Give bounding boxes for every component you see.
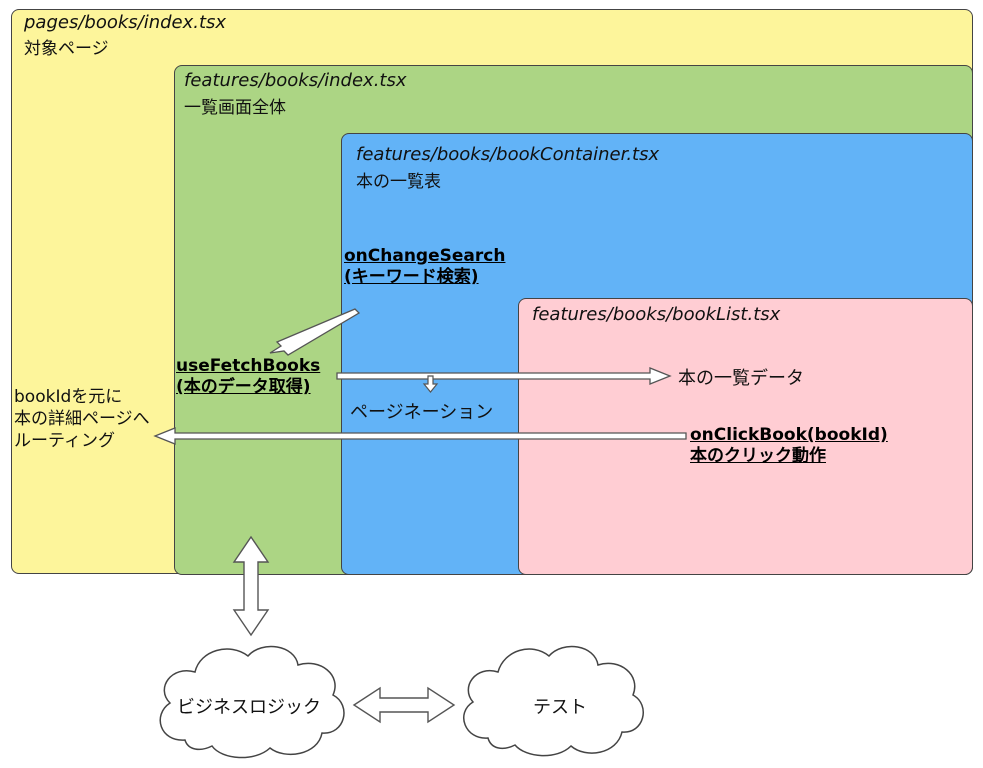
book-list-data-label: 本の一覧データ bbox=[678, 368, 804, 389]
routing-line-3: ルーティング bbox=[14, 431, 115, 451]
routing-line-1: bookIdを元に bbox=[14, 387, 123, 407]
use-fetch-books-name: useFetchBooks bbox=[176, 356, 321, 376]
pagination-label: ページネーション bbox=[350, 402, 494, 423]
test-cloud bbox=[463, 645, 644, 757]
on-change-search-name: onChangeSearch bbox=[344, 246, 506, 266]
features-index-desc: 一覧画面全体 bbox=[184, 98, 286, 118]
search-to-fetch-arrow bbox=[269, 308, 361, 356]
pages-index-path: pages/books/index.tsx bbox=[24, 12, 227, 33]
routing-label: bookIdを元に 本の詳細ページへ ルーティング bbox=[14, 386, 150, 452]
fetch-to-pagination-arrow bbox=[422, 375, 439, 393]
book-container-path: features/books/bookContainer.tsx bbox=[356, 144, 660, 165]
business-logic-label: ビジネスロジック bbox=[177, 697, 321, 718]
fetch-to-list-data-arrow bbox=[336, 367, 672, 385]
features-to-logic-double-arrow bbox=[232, 535, 270, 637]
routing-line-2: 本の詳細ページへ bbox=[14, 409, 150, 429]
business-logic-cloud bbox=[159, 645, 345, 759]
on-click-book-desc: 本のクリック動作 bbox=[690, 446, 826, 466]
pages-index-desc: 対象ページ bbox=[24, 39, 109, 59]
book-list-path: features/books/bookList.tsx bbox=[532, 304, 781, 325]
on-change-search-label: onChangeSearch (キーワード検索) bbox=[344, 246, 505, 288]
logic-to-test-double-arrow bbox=[352, 686, 456, 724]
use-fetch-books-desc: (本のデータ取得) bbox=[176, 377, 311, 397]
on-click-book-name: onClickBook(bookId) bbox=[690, 425, 888, 445]
click-to-routing-arrow bbox=[153, 427, 687, 445]
book-container-desc: 本の一覧表 bbox=[356, 172, 441, 192]
use-fetch-books-label: useFetchBooks (本のデータ取得) bbox=[176, 356, 320, 398]
on-click-book-label: onClickBook(bookId) 本のクリック動作 bbox=[690, 425, 888, 467]
on-change-search-desc: (キーワード検索) bbox=[344, 267, 479, 287]
features-index-path: features/books/index.tsx bbox=[184, 70, 407, 91]
test-label: テスト bbox=[533, 697, 587, 718]
